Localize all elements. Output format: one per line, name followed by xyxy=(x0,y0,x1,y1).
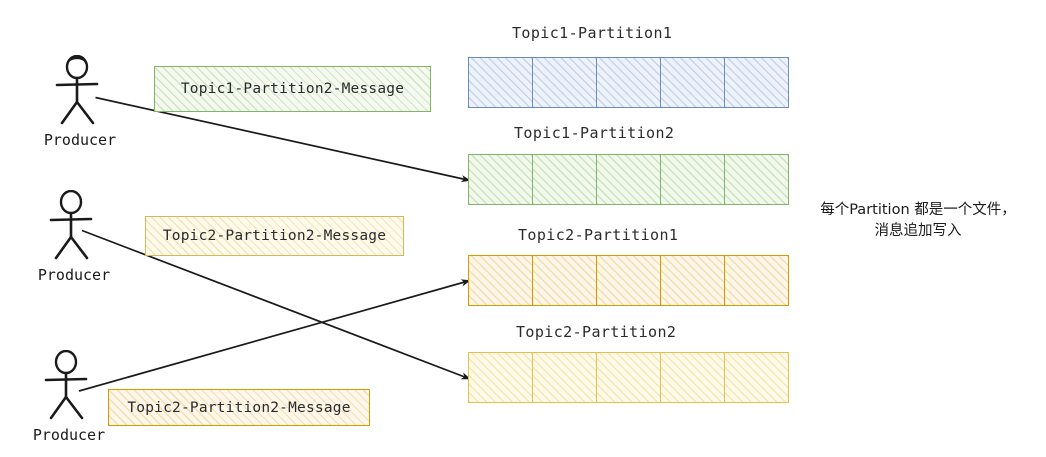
producer-1-label: Producer xyxy=(43,131,117,149)
partition-strip-topic2-partition2[interactable] xyxy=(468,352,789,403)
side-note: 每个Partition 都是一个文件， 消息追加写入 xyxy=(798,200,1038,242)
partition-title-topic1-partition2: Topic1-Partition2 xyxy=(514,124,675,142)
partition-strip-topic2-partition1[interactable] xyxy=(468,255,789,306)
partition-cell xyxy=(660,353,724,402)
partition-cell xyxy=(660,58,724,107)
partition-strip-topic1-partition1[interactable] xyxy=(468,57,789,108)
partition-cell xyxy=(596,256,660,305)
partition-strip-topic1-partition2[interactable] xyxy=(468,154,789,205)
partition-cell xyxy=(660,155,724,204)
partition-title-topic2-partition2: Topic2-Partition2 xyxy=(516,323,677,341)
producer-3[interactable]: Producer xyxy=(31,350,111,444)
partition-title-topic1-partition1: Topic1-Partition1 xyxy=(512,24,673,42)
arrow-producer3-to-topic2-partition1 xyxy=(78,279,471,392)
message-box-topic2-partition2-light[interactable]: Topic2-Partition2-Message xyxy=(145,216,404,256)
partition-cell xyxy=(469,256,532,305)
partition-cell xyxy=(596,155,660,204)
producer-1[interactable]: Producer xyxy=(42,55,122,149)
producer-2[interactable]: Producer xyxy=(36,190,116,284)
partition-cell xyxy=(532,155,596,204)
partition-cell xyxy=(596,353,660,402)
partition-cell xyxy=(724,155,788,204)
partition-cell xyxy=(660,256,724,305)
producer-3-label: Producer xyxy=(32,426,106,444)
partition-cell xyxy=(596,58,660,107)
partition-cell xyxy=(532,58,596,107)
producer-2-label: Producer xyxy=(37,266,111,284)
message-box-topic2-partition2-orange[interactable]: Topic2-Partition2-Message xyxy=(108,389,370,426)
side-note-line-2: 消息追加写入 xyxy=(874,223,962,240)
stick-figure-icon xyxy=(55,55,99,125)
partition-title-topic2-partition1: Topic2-Partition1 xyxy=(518,226,679,244)
partition-cell xyxy=(724,353,788,402)
partition-cell xyxy=(532,256,596,305)
partition-cell xyxy=(532,353,596,402)
partition-cell xyxy=(469,353,532,402)
partition-cell xyxy=(724,58,788,107)
partition-cell xyxy=(469,155,532,204)
partition-cell xyxy=(724,256,788,305)
stick-figure-icon xyxy=(49,190,93,260)
side-note-line-1: 每个Partition 都是一个文件， xyxy=(820,202,1016,218)
message-box-topic1-partition2[interactable]: Topic1-Partition2-Message xyxy=(154,66,431,112)
stick-figure-icon xyxy=(44,350,88,420)
partition-cell xyxy=(469,58,532,107)
